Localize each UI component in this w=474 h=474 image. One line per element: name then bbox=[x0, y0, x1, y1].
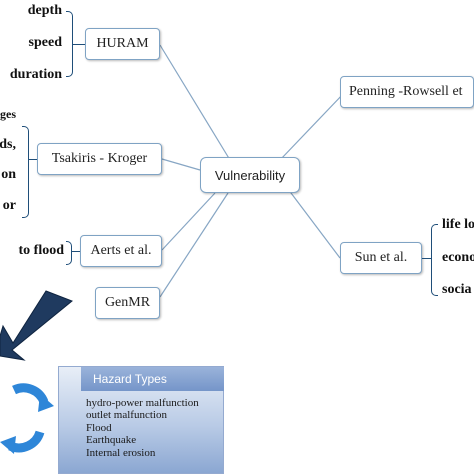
tsakiris-factor-1: ges bbox=[0, 107, 16, 121]
tsakiris-factor-4: or bbox=[2, 198, 16, 213]
huram-connector bbox=[72, 44, 85, 46]
aerts-node: Aerts et al. bbox=[80, 235, 162, 267]
hazard-types-title: Hazard Types bbox=[81, 367, 224, 391]
tsakiris-factor-3: on bbox=[1, 167, 16, 182]
hazard-item: Flood bbox=[86, 421, 112, 434]
genmr-node: GenMR bbox=[95, 287, 160, 319]
vulnerability-node: Vulnerability bbox=[200, 157, 300, 193]
hazard-types-panel: Hazard Types hydro-power malfunction out… bbox=[58, 366, 224, 474]
hazard-item: hydro-power malfunction bbox=[86, 397, 199, 409]
tsakiris-connector bbox=[28, 159, 37, 161]
hazard-item: Earthquake bbox=[86, 434, 137, 447]
aerts-bracket bbox=[66, 241, 72, 265]
tsakiris-kroger-node: Tsakiris - Kroger bbox=[37, 143, 162, 175]
huram-factor-depth: depth bbox=[27, 3, 62, 18]
aerts-factor: to flood bbox=[18, 243, 65, 258]
sun-factor-life: life lo bbox=[442, 217, 474, 232]
arrow-icon bbox=[0, 290, 73, 361]
huram-factor-speed: speed bbox=[28, 35, 62, 50]
huram-node: HURAM bbox=[85, 28, 160, 60]
sun-factor-social: socia bbox=[442, 282, 472, 297]
hazard-item: Internal erosion bbox=[86, 446, 156, 459]
sun-node: Sun et al. bbox=[340, 242, 422, 274]
hazard-types-list: hydro-power malfunction outlet malfuncti… bbox=[86, 397, 199, 459]
sun-factor-economic: econo bbox=[442, 250, 474, 265]
tsakiris-bracket bbox=[22, 126, 29, 218]
aerts-connector bbox=[71, 251, 80, 253]
huram-factor-duration: duration bbox=[9, 67, 62, 82]
penning-rowsell-node: Penning -Rowsell et bbox=[340, 76, 474, 108]
sun-connector bbox=[422, 258, 431, 260]
sun-bracket bbox=[431, 224, 438, 296]
tsakiris-factor-2: ds, bbox=[0, 137, 16, 152]
cycle-icon bbox=[0, 383, 54, 454]
hazard-item: outlet malfunction bbox=[86, 409, 167, 422]
